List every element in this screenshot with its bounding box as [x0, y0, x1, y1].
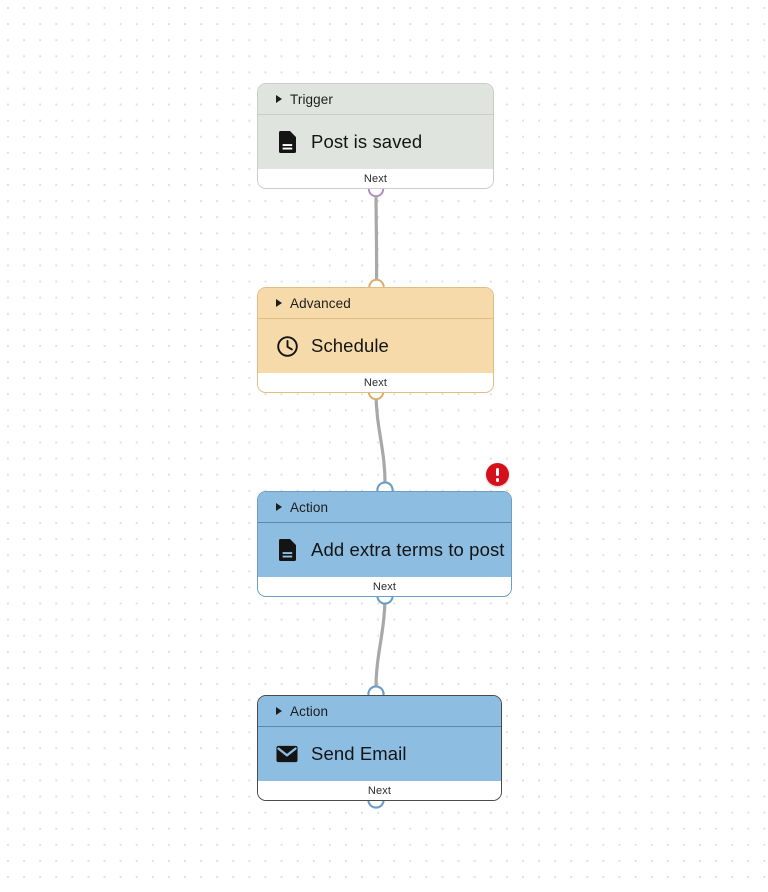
node-footer-next[interactable]: Next [258, 373, 493, 392]
node-title: Post is saved [311, 131, 423, 152]
document-icon [276, 539, 298, 561]
exclamation-stem [495, 468, 500, 477]
workflow-node-trigger[interactable]: Trigger Post is saved Next [257, 83, 494, 189]
node-body[interactable]: Schedule [258, 319, 493, 373]
node-header[interactable]: Advanced [258, 288, 493, 319]
edge-advanced-to-action1 [374, 390, 387, 492]
node-category-label: Advanced [290, 295, 351, 311]
envelope-icon [276, 743, 298, 765]
node-footer-next[interactable]: Next [258, 169, 493, 188]
node-header[interactable]: Trigger [258, 84, 493, 115]
clock-icon [276, 335, 298, 357]
workflow-node-action-add-terms[interactable]: Action Add extra terms to post Next [257, 491, 512, 597]
node-footer-next[interactable]: Next [258, 577, 511, 596]
node-body[interactable]: Add extra terms to post [258, 523, 511, 577]
exclamation-dot [495, 478, 500, 482]
disclosure-triangle-icon[interactable] [276, 299, 282, 307]
document-icon [276, 131, 298, 153]
error-badge-icon[interactable] [486, 463, 509, 486]
node-category-label: Trigger [290, 91, 333, 107]
node-title: Send Email [311, 743, 407, 764]
node-header[interactable]: Action [258, 696, 501, 727]
node-title: Schedule [311, 335, 389, 356]
edge-trigger-to-advanced [374, 187, 379, 289]
node-category-label: Action [290, 703, 329, 719]
node-body[interactable]: Post is saved [258, 115, 493, 169]
node-footer-next[interactable]: Next [258, 781, 501, 800]
disclosure-triangle-icon[interactable] [276, 95, 282, 103]
edge-action1-to-action2 [374, 594, 387, 696]
node-title: Add extra terms to post [311, 539, 505, 560]
workflow-node-action-send-email[interactable]: Action Send Email Next [257, 695, 502, 801]
workflow-node-advanced[interactable]: Advanced Schedule Next [257, 287, 494, 393]
node-category-label: Action [290, 499, 329, 515]
node-header[interactable]: Action [258, 492, 511, 523]
node-body[interactable]: Send Email [258, 727, 501, 781]
disclosure-triangle-icon[interactable] [276, 707, 282, 715]
disclosure-triangle-icon[interactable] [276, 503, 282, 511]
